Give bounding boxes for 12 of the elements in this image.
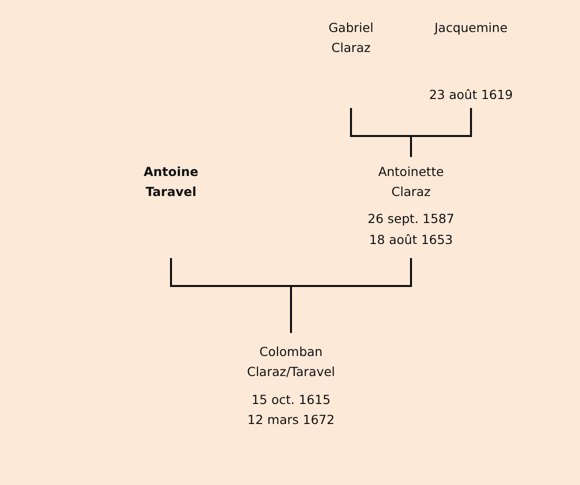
- person-name: Jacquemine: [434, 19, 508, 37]
- family-line: [290, 258, 412, 333]
- person-name: Antoinette Claraz: [378, 163, 444, 201]
- person-name: Colomban Claraz/Taravel: [246, 343, 335, 381]
- life-date: 12 mars 1672: [247, 411, 335, 429]
- life-date: 15 oct. 1615: [251, 391, 331, 409]
- person-name: Gabriel Claraz: [328, 19, 374, 57]
- person-name: Antoine Taravel: [144, 163, 198, 201]
- life-date: 26 sept. 1587: [368, 210, 454, 228]
- family-line: [410, 108, 472, 157]
- life-date: 23 août 1619: [429, 86, 513, 104]
- life-date: 18 août 1653: [369, 231, 453, 249]
